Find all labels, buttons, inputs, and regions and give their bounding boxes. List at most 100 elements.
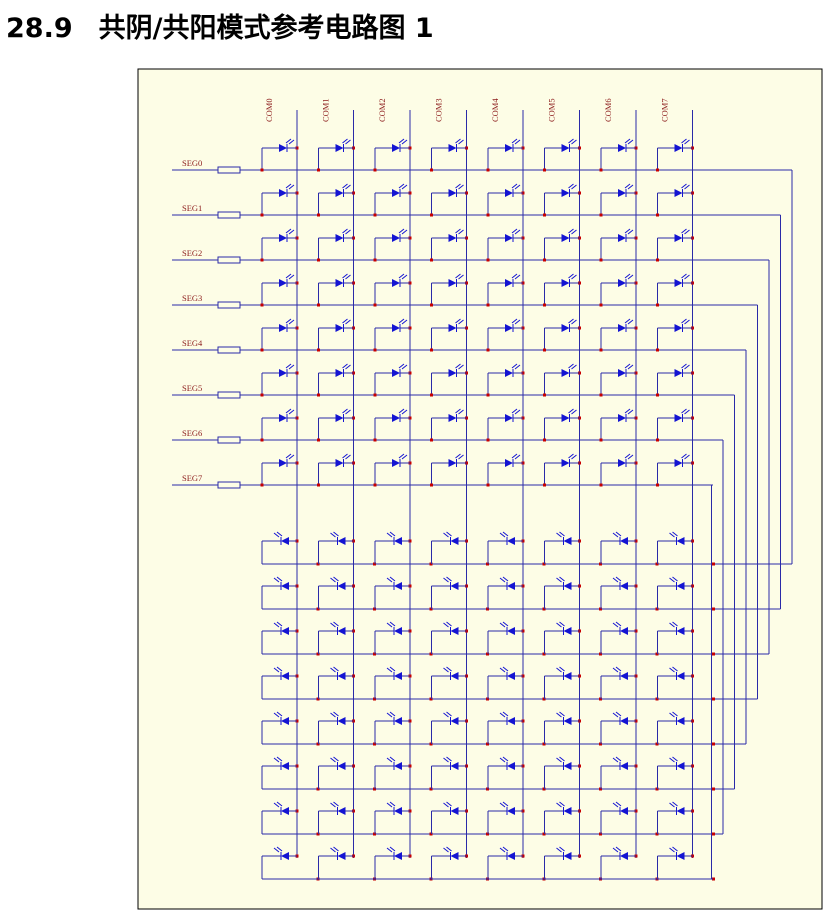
led-diode xyxy=(431,531,467,545)
led-triangle xyxy=(450,627,459,635)
junction-dot xyxy=(260,348,264,352)
led-triangle xyxy=(505,414,513,422)
led-triangle xyxy=(505,459,513,467)
led-ray xyxy=(398,183,405,189)
led-ray xyxy=(624,408,631,414)
led-triangle xyxy=(618,279,626,287)
led-ray xyxy=(612,667,619,673)
junction-dot xyxy=(543,483,546,487)
led-diode xyxy=(318,273,354,287)
led-triangle xyxy=(450,852,459,860)
led-ray xyxy=(443,577,449,583)
led-ray xyxy=(502,531,509,537)
led-ray xyxy=(273,622,280,628)
junction-dot xyxy=(317,483,320,487)
led-ray xyxy=(273,667,280,673)
junction-dot xyxy=(543,438,546,442)
led-ray xyxy=(624,453,631,459)
led-ray xyxy=(401,184,408,190)
led-triangle xyxy=(676,807,685,815)
led-ray xyxy=(276,756,283,762)
led-diode xyxy=(318,453,354,467)
led-diode xyxy=(657,666,693,680)
led-diode xyxy=(657,363,693,377)
led-ray xyxy=(285,318,292,324)
led-ray xyxy=(455,273,461,279)
led-ray xyxy=(669,802,675,808)
led-ray xyxy=(342,453,348,459)
led-ray xyxy=(624,228,631,234)
led-ray xyxy=(672,576,678,582)
led-triangle xyxy=(676,582,685,590)
led-triangle xyxy=(618,369,626,377)
led-triangle xyxy=(279,279,287,287)
com-label: COM4 xyxy=(490,98,500,122)
led-ray xyxy=(398,318,405,324)
led-ray xyxy=(389,666,396,672)
led-diode xyxy=(375,183,410,197)
led-diode xyxy=(657,318,693,332)
led-ray xyxy=(285,138,292,144)
led-ray xyxy=(672,621,678,627)
led-ray xyxy=(288,229,295,235)
led-ray xyxy=(401,139,408,145)
led-ray xyxy=(624,318,631,324)
led-triangle xyxy=(563,627,572,635)
led-diode xyxy=(601,183,636,197)
led-diode xyxy=(657,576,693,590)
led-ray xyxy=(627,184,634,190)
junction-dot xyxy=(260,483,264,487)
seg-label: SEG2 xyxy=(182,248,202,258)
led-triangle xyxy=(561,189,570,197)
led-triangle xyxy=(337,852,346,860)
led-diode xyxy=(488,621,523,635)
led-diode xyxy=(488,183,523,197)
led-triangle xyxy=(507,762,515,770)
led-ray xyxy=(276,621,283,627)
led-triangle xyxy=(392,279,400,287)
led-diode xyxy=(262,756,297,770)
led-ray xyxy=(389,846,396,852)
led-triangle xyxy=(620,807,628,815)
led-triangle xyxy=(507,672,515,680)
led-diode xyxy=(431,138,467,152)
led-ray xyxy=(684,454,690,460)
led-triangle xyxy=(281,852,289,860)
led-triangle xyxy=(505,234,513,242)
led-ray xyxy=(681,363,687,369)
led-triangle xyxy=(561,144,570,152)
led-ray xyxy=(627,139,634,145)
seg-label: SEG5 xyxy=(182,383,202,393)
led-ray xyxy=(615,531,622,537)
led-ray xyxy=(273,532,280,538)
led-ray xyxy=(330,847,336,853)
led-diode xyxy=(544,576,580,590)
led-ray xyxy=(273,712,280,718)
led-diode xyxy=(318,576,354,590)
junction-dot xyxy=(373,168,377,172)
led-ray xyxy=(615,801,622,807)
led-diode xyxy=(544,453,580,467)
junction-dot xyxy=(486,393,490,397)
led-diode xyxy=(375,756,410,770)
led-diode xyxy=(601,846,636,860)
led-ray xyxy=(672,846,678,852)
led-triangle xyxy=(394,807,402,815)
led-ray xyxy=(288,409,295,415)
led-triangle xyxy=(674,189,683,197)
led-ray xyxy=(288,274,295,280)
led-ray xyxy=(571,364,577,370)
led-diode xyxy=(544,621,580,635)
com-label: COM7 xyxy=(660,98,670,122)
led-ray xyxy=(559,666,565,672)
led-triangle xyxy=(618,459,626,467)
led-triangle xyxy=(335,459,344,467)
led-ray xyxy=(627,319,634,325)
led-triangle xyxy=(279,414,287,422)
led-diode xyxy=(318,756,354,770)
led-triangle xyxy=(505,369,513,377)
junction-dot xyxy=(317,258,320,262)
led-ray xyxy=(455,408,461,414)
